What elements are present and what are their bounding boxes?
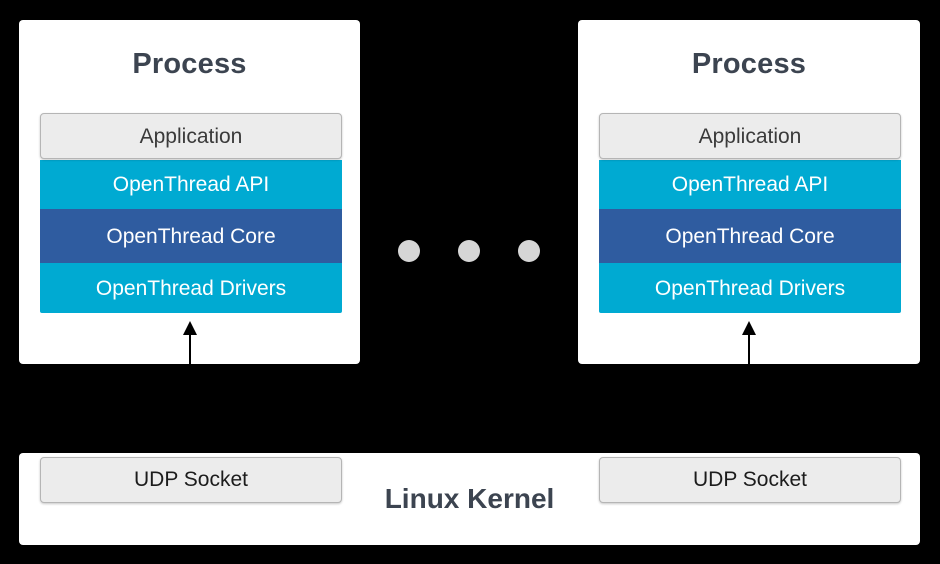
layer-label: OpenThread API xyxy=(671,173,829,196)
process-title-left: Process xyxy=(132,48,247,80)
layer-openthread-drivers-right[interactable]: OpenThread Drivers xyxy=(599,263,901,313)
layer-openthread-api-left[interactable]: OpenThread API xyxy=(40,160,342,209)
process-card-right: Process Application OpenThread API OpenT… xyxy=(578,20,920,364)
arrow-up-icon-left xyxy=(181,321,199,365)
udp-socket-right[interactable]: UDP Socket xyxy=(599,457,901,503)
layer-label: OpenThread Core xyxy=(665,224,835,248)
layer-label: OpenThread Drivers xyxy=(95,276,287,300)
layer-stack-right: Application OpenThread API OpenThread Co… xyxy=(599,113,901,313)
ellipsis-dot xyxy=(458,240,480,262)
udp-socket-left[interactable]: UDP Socket xyxy=(40,457,342,503)
layer-application-right[interactable]: Application xyxy=(599,113,901,159)
layer-stack-left: Application OpenThread API OpenThread Co… xyxy=(40,113,342,313)
arrow-head xyxy=(742,321,756,335)
ellipsis-dot xyxy=(398,240,420,262)
layer-label: Application xyxy=(139,124,243,148)
arrow-stem xyxy=(748,333,750,365)
layer-openthread-core-right[interactable]: OpenThread Core xyxy=(599,209,901,263)
udp-socket-label: UDP Socket xyxy=(134,468,248,491)
udp-socket-label: UDP Socket xyxy=(693,468,807,491)
layer-openthread-drivers-left[interactable]: OpenThread Drivers xyxy=(40,263,342,313)
arrow-stem xyxy=(189,333,191,365)
arrow-head xyxy=(183,321,197,335)
linux-kernel-title: Linux Kernel xyxy=(384,483,555,514)
process-card-left: Process Application OpenThread API OpenT… xyxy=(19,20,360,364)
ellipsis-dot xyxy=(518,240,540,262)
layer-openthread-core-left[interactable]: OpenThread Core xyxy=(40,209,342,263)
process-title-right: Process xyxy=(691,48,807,80)
layer-label: OpenThread API xyxy=(112,173,270,196)
layer-label: OpenThread Drivers xyxy=(654,276,846,300)
layer-label: Application xyxy=(698,124,802,148)
layer-openthread-api-right[interactable]: OpenThread API xyxy=(599,160,901,209)
ellipsis-dots-icon xyxy=(398,240,542,264)
arrow-up-icon-right xyxy=(740,321,758,365)
layer-label: OpenThread Core xyxy=(106,224,276,248)
layer-application-left[interactable]: Application xyxy=(40,113,342,159)
linux-kernel-card: Linux Kernel UDP Socket UDP Socket xyxy=(19,453,920,545)
